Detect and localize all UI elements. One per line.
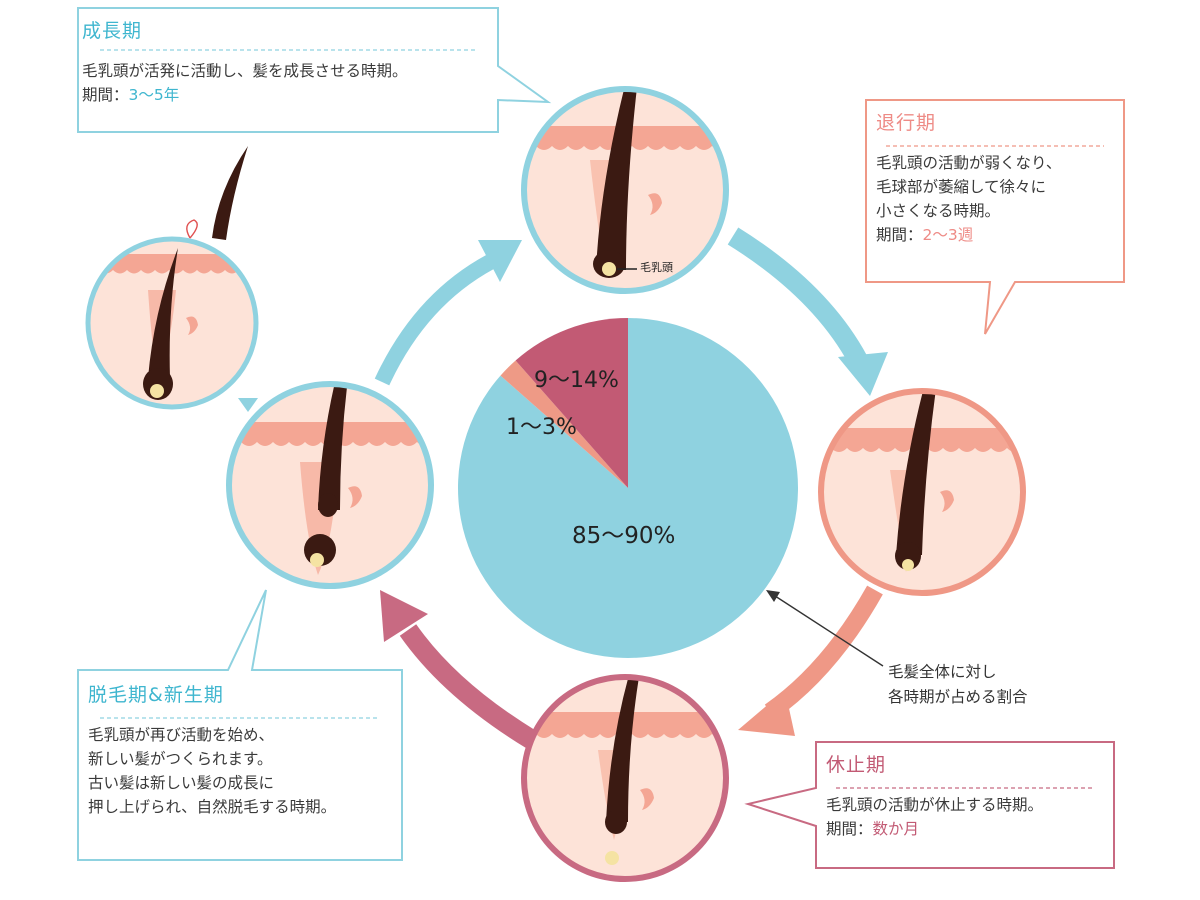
hair-strand xyxy=(148,248,178,378)
hair-strand xyxy=(896,391,950,555)
pie-slice-2 xyxy=(515,318,628,488)
callout-text-catagen: 小さくなる時期。 xyxy=(876,202,1001,220)
callout-catagen: 退行期 毛乳頭の活動が弱くなり、 毛球部が萎縮して徐々に 小さくなる時期。 期間… xyxy=(876,108,1122,247)
pie-label-telogen: 9〜14% xyxy=(534,368,619,393)
callout-text-shedding: 毛乳頭が再び活動を始め、 xyxy=(88,726,275,744)
callout-period-growth: 期間：3〜5年 xyxy=(82,83,474,107)
stage-circle-telogen xyxy=(521,674,729,882)
note-pointer-head xyxy=(766,590,780,602)
callout-frame-telogen xyxy=(744,741,1115,869)
pie-label-catagen: 1〜3% xyxy=(506,415,577,440)
pie-slice-0 xyxy=(458,317,799,658)
arrow-telogen-to-anagen-head xyxy=(380,590,428,642)
hair-bulb xyxy=(895,542,921,570)
hair-strand xyxy=(318,384,362,510)
period-label: 期間： xyxy=(82,86,129,104)
share-note-line: 各時期が占める割合 xyxy=(888,688,1028,706)
pie-label-growth: 85〜90% xyxy=(572,523,676,549)
arrow-anagen-to-growth-head xyxy=(478,240,522,282)
arrow-growth-to-catagen-head xyxy=(838,352,888,396)
period-label: 期間： xyxy=(876,226,923,244)
share-note: 毛髪全体に対し 各時期が占める割合 xyxy=(888,660,1028,710)
papilla xyxy=(605,851,619,865)
stage-circle-growth xyxy=(521,86,729,294)
callout-period-catagen: 期間：2〜3週 xyxy=(876,223,1122,247)
period-value-catagen: 2〜3週 xyxy=(922,226,974,244)
period-label: 期間： xyxy=(826,820,873,838)
hair-bulb xyxy=(605,810,627,834)
cycle-arrows xyxy=(238,227,888,749)
callout-text-growth: 毛乳頭が活発に活動し、髪を成長させる時期。 xyxy=(82,62,408,80)
callout-frames xyxy=(77,7,1125,869)
stage-circle-catagen xyxy=(818,388,1026,596)
papilla xyxy=(310,553,324,567)
papilla-label: 毛乳頭 xyxy=(640,261,673,274)
stage-circle-shedding xyxy=(85,146,259,410)
hair-strand xyxy=(596,89,648,270)
shed-hair xyxy=(212,146,248,240)
papilla xyxy=(602,262,616,276)
callout-text-shedding: 押し上げられ、自然脱毛する時期。 xyxy=(88,798,337,816)
arrow-growth-to-catagen xyxy=(727,227,867,365)
hair-strand xyxy=(606,677,656,822)
papilla xyxy=(150,384,164,398)
callout-text-shedding: 新しい髪がつくられます。 xyxy=(88,750,273,768)
hair-bulb-old xyxy=(318,493,338,517)
callout-text-catagen: 毛乳頭の活動が弱くなり、 xyxy=(876,154,1062,172)
callout-shedding: 脱毛期&新生期 毛乳頭が再び活動を始め、 新しい髪がつくられます。 古い髪は新し… xyxy=(88,680,388,819)
papilla xyxy=(902,559,914,571)
callout-frame-shedding xyxy=(77,589,403,861)
callout-title-telogen: 休止期 xyxy=(826,754,887,776)
callout-frame-catagen xyxy=(865,99,1125,335)
arrow-shed-marker xyxy=(238,398,258,412)
callout-text-catagen: 毛球部が萎縮して徐々に xyxy=(876,178,1047,196)
callout-period-telogen: 期間：数か月 xyxy=(826,817,1106,841)
arrow-catagen-to-telogen-head xyxy=(738,690,795,736)
callout-text-shedding: 古い髪は新しい髪の成長に xyxy=(88,774,275,792)
callout-title-growth: 成長期 xyxy=(82,20,143,42)
arrow-telogen-to-anagen xyxy=(399,624,538,749)
callout-text-telogen: 毛乳頭の活動が休止する時期。 xyxy=(826,796,1044,814)
callout-title-catagen: 退行期 xyxy=(876,112,937,134)
callout-growth: 成長期 毛乳頭が活発に活動し、髪を成長させる時期。 期間：3〜5年 xyxy=(82,16,474,107)
callout-frame-growth xyxy=(77,7,552,133)
callout-title-shedding: 脱毛期&新生期 xyxy=(88,684,224,706)
phase-share-pie xyxy=(458,317,799,658)
stage-circle-anagen xyxy=(226,381,434,589)
arrow-anagen-to-growth xyxy=(374,254,494,386)
period-value-telogen: 数か月 xyxy=(872,820,920,838)
callout-telogen: 休止期 毛乳頭の活動が休止する時期。 期間：数か月 xyxy=(826,750,1106,841)
period-value-growth: 3〜5年 xyxy=(128,86,180,104)
pie-slice-1 xyxy=(500,360,628,488)
note-pointer-line xyxy=(771,593,884,667)
share-note-line: 毛髪全体に対し xyxy=(888,663,997,681)
